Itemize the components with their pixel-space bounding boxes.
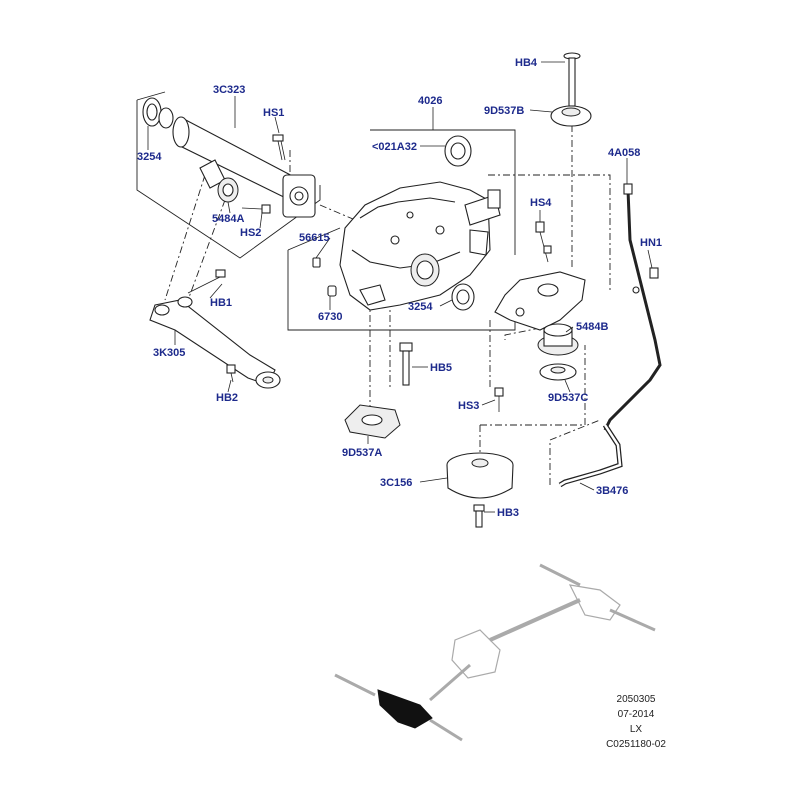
part-3k305-crossmember: [149, 296, 281, 389]
part-hb1-bolt: [187, 269, 226, 294]
callout-hb4[interactable]: HB4: [515, 57, 538, 69]
part-hb5-bolt: [399, 342, 413, 386]
callout-3254-right[interactable]: 3254: [408, 301, 433, 313]
align-right-top: [488, 174, 611, 290]
callout-5484b[interactable]: 5484B: [576, 321, 608, 333]
part-9d537a-mount-pad: [344, 404, 401, 439]
part-hb2-bolt: [226, 364, 236, 383]
callout-6730[interactable]: 6730: [318, 311, 342, 323]
callout-56615[interactable]: 56615: [299, 232, 330, 244]
callout-hs2[interactable]: HS2: [240, 227, 261, 239]
part-3254-seal-left: [142, 97, 174, 129]
part-9d537b-washer: [550, 105, 592, 127]
callout-hb1[interactable]: HB1: [210, 297, 232, 309]
callout-3b476[interactable]: 3B476: [596, 485, 628, 497]
callout-hn1[interactable]: HN1: [640, 237, 662, 249]
callout-9d537b[interactable]: 9D537B: [484, 105, 524, 117]
frame-3c323: [136, 100, 321, 259]
reference-model: LX: [630, 724, 643, 735]
leader-lines: [147, 61, 653, 513]
part-9d537c-washer: [539, 363, 577, 381]
part-021a32-seal: [444, 135, 472, 167]
callout-hs4[interactable]: HS4: [530, 197, 552, 209]
callout-hs1[interactable]: HS1: [263, 107, 284, 119]
part-hb3-bolt: [473, 504, 485, 528]
frame-4026-top: [370, 129, 516, 255]
align-3b476: [549, 419, 601, 485]
callout-3254-left[interactable]: 3254: [137, 151, 162, 163]
callout-9d537a[interactable]: 9D537A: [342, 447, 382, 459]
align-3c156: [480, 345, 586, 426]
callout-021a32[interactable]: <021A32: [372, 141, 417, 153]
frame-3c323-top: [136, 91, 166, 101]
part-mount-bracket: [494, 271, 586, 331]
callout-4a058[interactable]: 4A058: [608, 147, 640, 159]
part-56615-plug: [312, 257, 321, 268]
callout-5484a[interactable]: 5484A: [212, 213, 244, 225]
callout-3c323[interactable]: 3C323: [213, 84, 245, 96]
align-3k305-b: [187, 199, 226, 301]
reference-date: 07-2014: [618, 709, 655, 720]
reference-illustration-code: C0251180-02: [606, 739, 666, 750]
part-3b476-hose: [558, 423, 623, 488]
callout-hb5[interactable]: HB5: [430, 362, 452, 374]
callout-labels: 3C323 HS1 3254 5484A HS2 4026 <021A32 56…: [137, 57, 662, 519]
driveline-overview: [334, 563, 656, 742]
part-hs4-stud: [535, 221, 552, 263]
part-5484b-bushing: [537, 323, 579, 356]
reference-block: 2050305 07-2014 LX C0251180-02: [606, 694, 666, 750]
part-5484a-bushing: [217, 177, 239, 203]
subassembly-frames: [136, 91, 516, 331]
part-hb4-bolt: [563, 52, 581, 107]
part-hs2-bolt: [241, 204, 271, 214]
part-hs1-bolt: [272, 134, 286, 161]
reference-number: 2050305: [617, 694, 656, 705]
callout-4026[interactable]: 4026: [418, 95, 442, 107]
highlighted-rear-differential: [377, 689, 433, 729]
callout-hs3[interactable]: HS3: [458, 400, 479, 412]
frame-4026-left: [287, 227, 341, 251]
part-3c323-tube: [172, 116, 316, 218]
callout-3k305[interactable]: 3K305: [153, 347, 185, 359]
part-3c156-mount: [446, 452, 514, 499]
part-4026-housing: [339, 181, 501, 311]
callout-hb2[interactable]: HB2: [216, 392, 238, 404]
callout-hb3[interactable]: HB3: [497, 507, 519, 519]
align-3k305-a: [164, 174, 206, 301]
part-hs3-bolt: [494, 387, 504, 412]
part-3254-seal-right: [451, 283, 475, 311]
part-6730-plug: [327, 285, 337, 297]
callout-9d537c[interactable]: 9D537C: [548, 392, 588, 404]
part-4a058-breather-pipe: [603, 183, 662, 431]
callout-3c156[interactable]: 3C156: [380, 477, 412, 489]
